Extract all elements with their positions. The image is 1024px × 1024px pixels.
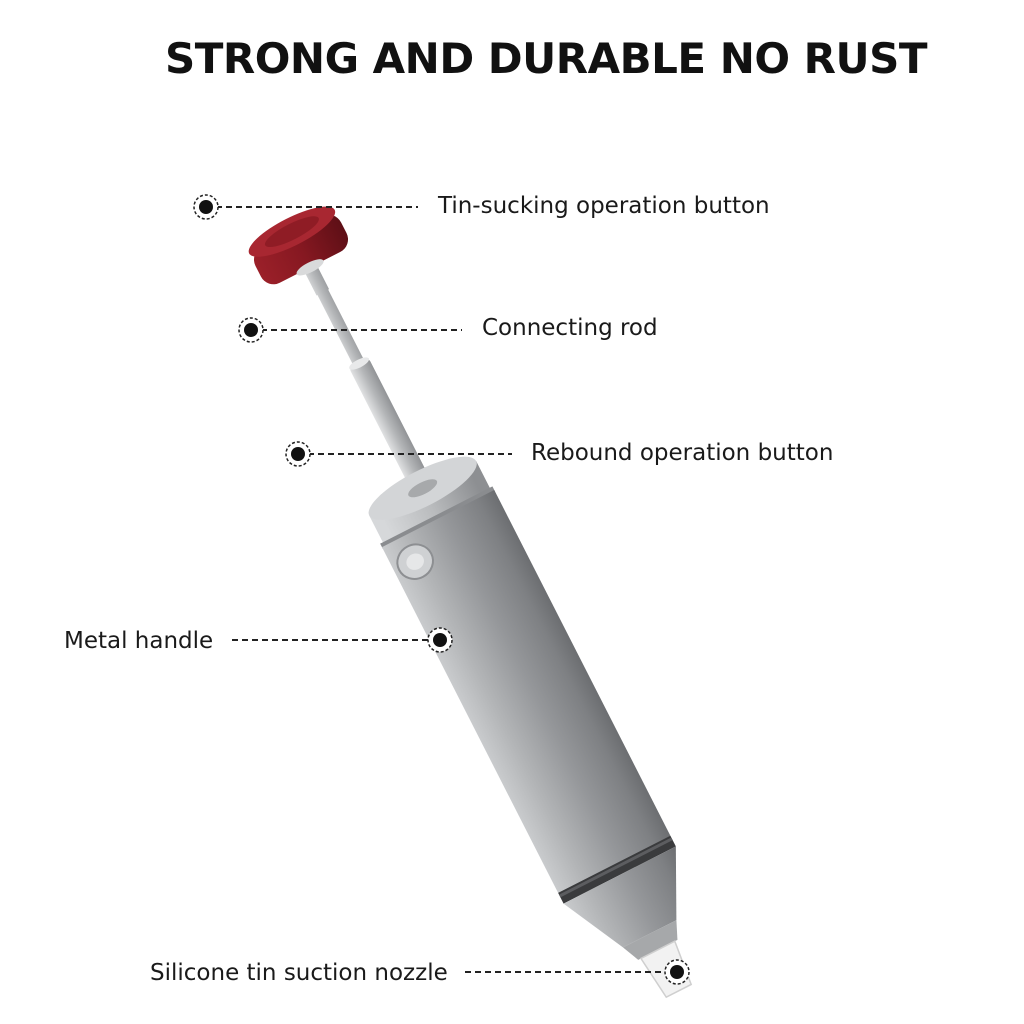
dot-rebound <box>285 441 311 467</box>
leader-lines <box>206 206 677 973</box>
callout-dots <box>193 194 690 985</box>
label-rebound-button: Rebound operation button <box>531 440 834 466</box>
pump-body-group <box>248 206 693 999</box>
dot-button <box>193 194 219 220</box>
nozzle-taper <box>563 846 677 948</box>
connecting-rod-shape <box>350 359 436 500</box>
dot-rod <box>238 317 264 343</box>
dot-handle <box>427 627 453 653</box>
dot-nozzle <box>664 959 690 985</box>
metal-handle-shape <box>381 489 671 897</box>
label-metal-handle: Metal handle <box>64 628 214 654</box>
label-tin-sucking-button: Tin-sucking operation button <box>438 193 770 219</box>
headline: STRONG AND DURABLE NO RUST <box>164 34 928 83</box>
operation-button-shape <box>248 206 349 285</box>
label-connecting-rod: Connecting rod <box>482 315 658 341</box>
label-suction-nozzle: Silicone tin suction nozzle <box>150 960 448 986</box>
upper-rod <box>316 286 366 369</box>
